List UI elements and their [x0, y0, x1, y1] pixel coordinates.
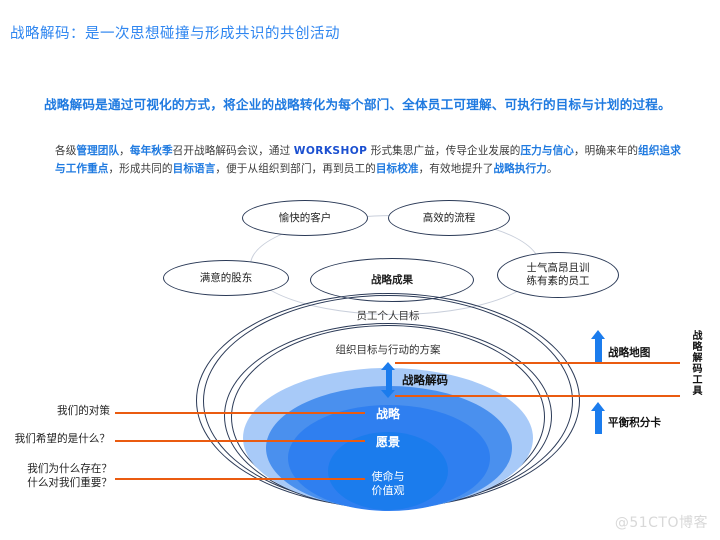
decode-arrow-down — [381, 390, 395, 398]
decode-text: 战略解码 — [402, 373, 448, 387]
watermark: @51CTO博客 — [614, 515, 708, 531]
callout-strategy-text: 我们的对策 — [57, 405, 110, 417]
ring-label-personal-goal: 员工个人目标 — [196, 308, 580, 323]
decode-arrow-shaft — [385, 369, 392, 391]
body-segment-5: WORKSHOP — [293, 145, 368, 157]
body-segment-4: 召开战略解码会议，通过 — [172, 145, 294, 157]
strategy-map-text: 战略地图 — [608, 347, 651, 359]
page-title: 战略解码：是一次思想碰撞与形成共识的共创活动 — [10, 26, 340, 42]
label-decoding-tools-vertical: 战略解码工具 — [690, 330, 701, 396]
satellite-process: 高效的流程 — [388, 200, 510, 236]
decode-double-arrow — [381, 362, 395, 398]
callout-mission-text-line2: 什么对我们重要？ — [27, 477, 112, 489]
strategy-map-arrow-shaft — [595, 337, 602, 362]
callout-vision: 我们希望的是什么？ — [0, 432, 110, 446]
ring-label-org-goal: 组织目标与行动的方案 — [224, 342, 552, 357]
body-segment-12: ，便于从组织到部门，再到员工的 — [215, 163, 376, 175]
callout-strategy: 我们的对策 — [0, 404, 110, 418]
body-segment-7: 压力与信心 — [520, 145, 574, 157]
personal-goal-text: 员工个人目标 — [356, 310, 420, 322]
body-segment-9: 组织追求与工作重点 — [55, 145, 681, 175]
leader-line-mission — [115, 478, 365, 480]
blue-label-decode: 战略解码 — [402, 372, 448, 388]
blue-layer-mission — [328, 432, 448, 510]
body-paragraph: 各级管理团队，每年秋季召开战略解码会议，通过 WORKSHOP 形式集思广益，传… — [55, 142, 687, 178]
lead-paragraph: 战略解码是通过可视化的方式，将企业的战略转化为每个部门、全体员工可理解、可执行的… — [44, 97, 671, 112]
satellite-employee: 士气高昂且训 练有素的员工 — [497, 252, 619, 298]
body-segment-8: ，明确来年的 — [573, 145, 639, 157]
vision-text: 愿景 — [375, 435, 400, 449]
satellite-shareholder: 满意的股东 — [163, 260, 289, 296]
scorecard-arrow-head — [591, 402, 605, 411]
callout-mission-text-line1: 我们为什么存在？ — [27, 463, 112, 475]
satellite-employee-label-line2: 练有素的员工 — [526, 275, 590, 287]
body-segment-1: 管理团队 — [76, 145, 120, 157]
org-goal-text: 组织目标与行动的方案 — [335, 344, 441, 356]
body-segment-10: ，形成共同的 — [108, 163, 173, 175]
balanced-scorecard-text: 平衡积分卡 — [608, 417, 661, 429]
body-segment-16: 。 — [546, 163, 558, 175]
body-segment-3: 每年秋季 — [129, 145, 173, 157]
strategy-decoding-diagram: 愉快的客户 高效的流程 满意的股东 士气高昂且训 练有素的员工 战略成果 员工个… — [0, 190, 720, 530]
blue-label-strategy: 战略 — [343, 405, 433, 422]
blue-label-vision: 愿景 — [343, 433, 433, 450]
satellite-process-label: 高效的流程 — [422, 211, 476, 224]
body-segment-13: 目标校准 — [375, 163, 419, 175]
callout-vision-text: 我们希望的是什么？ — [14, 433, 110, 445]
satellite-employee-label-line1: 士气高昂且训 — [526, 262, 590, 274]
scorecard-arrow-shaft — [595, 409, 602, 434]
leader-line-vision — [115, 440, 365, 442]
leader-line-strategy-map — [395, 362, 680, 364]
body-segment-0: 各级 — [55, 145, 77, 157]
mission-text-line2: 价值观 — [371, 484, 405, 497]
strategy-text: 战略 — [375, 407, 400, 421]
satellite-customer-label: 愉快的客户 — [278, 211, 332, 224]
body-segment-11: 目标语言 — [172, 163, 216, 175]
satellite-customer: 愉快的客户 — [242, 200, 368, 236]
label-balanced-scorecard: 平衡积分卡 — [608, 415, 661, 430]
strategy-map-arrow-head — [591, 330, 605, 339]
label-strategy-map: 战略地图 — [608, 345, 650, 360]
body-segment-15: 战略执行力 — [493, 163, 547, 175]
satellite-shareholder-label: 满意的股东 — [199, 271, 253, 284]
body-segment-6: 形式集思广益，传导企业发展的 — [367, 145, 521, 157]
center-outcome-label: 战略成果 — [371, 273, 413, 286]
mission-text-line1: 使命与 — [371, 470, 405, 483]
leader-line-strategy — [115, 412, 365, 414]
body-segment-2: ， — [119, 145, 130, 157]
strategy-map-arrow — [591, 330, 605, 362]
decode-arrow-up — [381, 362, 395, 370]
body-segment-14: ，有效地提升了 — [418, 163, 494, 175]
blue-label-mission: 使命与 价值观 — [343, 470, 433, 498]
scorecard-arrow — [591, 402, 605, 434]
leader-line-scorecard — [395, 395, 680, 397]
callout-mission: 我们为什么存在？ 什么对我们重要？ — [0, 462, 112, 490]
decoding-tools-text: 战略解码工具 — [690, 330, 701, 396]
